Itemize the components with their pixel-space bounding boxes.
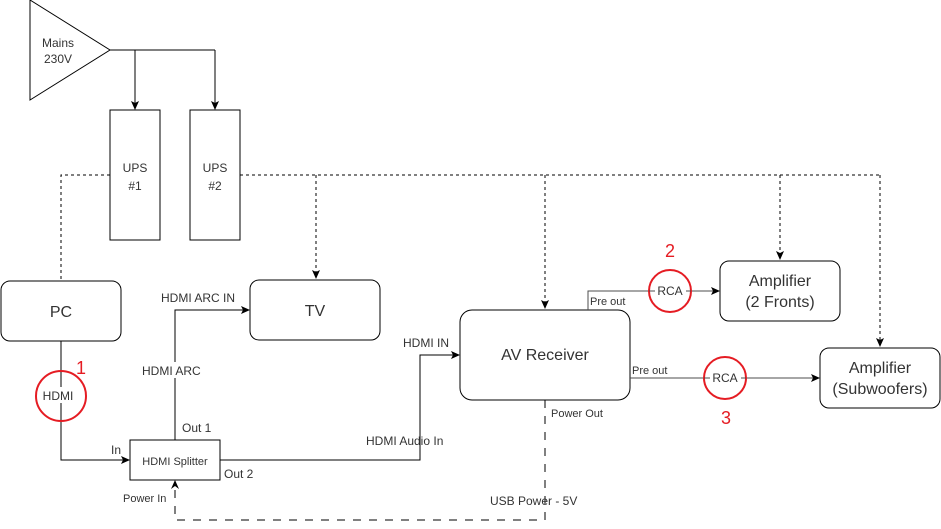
splitter-to-tv-wire bbox=[174, 306, 250, 440]
power-in-arrowhead bbox=[171, 480, 179, 489]
amp-fronts-label-line2: (2 Fronts) bbox=[745, 294, 814, 311]
amp-subs-label-line2: (Subwoofers) bbox=[832, 381, 927, 398]
pre-out-2-label: Pre out bbox=[632, 365, 667, 377]
mains-source: Mains 230V bbox=[29, 0, 111, 101]
splitter-in-label: In bbox=[111, 443, 121, 457]
splitter-to-receiver-wire bbox=[220, 351, 460, 461]
tv-box: TV bbox=[249, 279, 381, 341]
ups1-to-pc-power bbox=[60, 174, 110, 281]
marker-2-number: 2 bbox=[665, 241, 675, 261]
ups-2: UPS #2 bbox=[189, 109, 241, 241]
hdmi-audio-in-label: HDMI Audio In bbox=[366, 434, 443, 448]
marker-1-circle bbox=[35, 370, 87, 422]
marker-1: HDMI 1 bbox=[35, 358, 87, 422]
pc-label: PC bbox=[50, 304, 72, 321]
hdmi-splitter-label: HDMI Splitter bbox=[142, 456, 208, 468]
marker-3-number: 3 bbox=[721, 408, 731, 428]
hdmi-arc-in-label: HDMI ARC IN bbox=[161, 291, 235, 305]
marker-3: RCA 3 bbox=[703, 356, 747, 428]
marker-1-number: 1 bbox=[76, 358, 86, 378]
hdmi-splitter-box: HDMI Splitter bbox=[129, 439, 221, 481]
ups-2-number: #2 bbox=[208, 179, 222, 193]
pre-out-1-label: Pre out bbox=[590, 296, 625, 308]
tv-label: TV bbox=[305, 303, 326, 320]
mains-label-line2: 230V bbox=[44, 52, 72, 66]
marker-2: RCA 2 bbox=[648, 241, 692, 313]
amp-fronts-label-line1: Amplifier bbox=[749, 273, 812, 290]
hdmi-arc-label: HDMI ARC bbox=[142, 364, 201, 378]
usb-power-label: USB Power - 5V bbox=[490, 494, 577, 508]
hdmi-in-label: HDMI IN bbox=[403, 336, 449, 350]
usb-power-wire bbox=[174, 400, 546, 521]
marker-1-label: HDMI bbox=[43, 389, 74, 403]
pc-box: PC bbox=[0, 280, 122, 342]
marker-3-label: RCA bbox=[712, 371, 737, 385]
amp-fronts-box: Amplifier (2 Fronts) bbox=[719, 260, 841, 322]
amp-subs-box: Amplifier (Subwoofers) bbox=[819, 347, 941, 409]
amp-subs-label-line1: Amplifier bbox=[849, 360, 912, 377]
av-receiver-box: AV Receiver bbox=[459, 309, 631, 401]
ups-1: UPS #1 bbox=[109, 109, 161, 241]
av-receiver-label: AV Receiver bbox=[501, 347, 589, 364]
splitter-out2-label: Out 2 bbox=[224, 467, 254, 481]
ups-1-number: #1 bbox=[128, 179, 142, 193]
mains-label-line1: Mains bbox=[42, 36, 74, 50]
power-out-label: Power Out bbox=[551, 408, 603, 420]
power-in-label: Power In bbox=[123, 493, 166, 505]
pc-to-splitter-wire bbox=[60, 341, 130, 464]
ups-1-label: UPS bbox=[123, 161, 148, 175]
splitter-out1-label: Out 1 bbox=[182, 421, 212, 435]
marker-2-label: RCA bbox=[657, 284, 682, 298]
ups-2-label: UPS bbox=[203, 161, 228, 175]
